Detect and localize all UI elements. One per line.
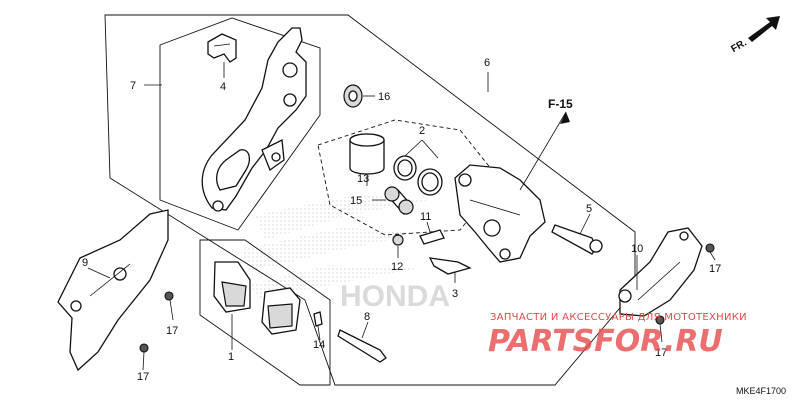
- caliper-body: [454, 164, 546, 263]
- assembly-frame: [104, 14, 636, 386]
- boot: [343, 84, 363, 108]
- bolts: [139, 243, 715, 353]
- pad-spring: [428, 257, 472, 275]
- callout-10: 10: [631, 243, 643, 255]
- callout-15: 15: [350, 195, 362, 207]
- callout-3: 3: [452, 288, 458, 300]
- callout-4: 4: [220, 81, 226, 93]
- site-watermark: ЗАПЧАСТИ И АКСЕССУАРЫ ДЛЯ МОТОТЕХНИКИ PA…: [488, 312, 747, 359]
- pad-clip: [207, 33, 237, 63]
- callout-1: 1: [228, 351, 234, 363]
- callout-17-right-upper: 17: [709, 263, 721, 275]
- watermark-site: PARTSFOR.RU: [488, 324, 723, 359]
- callout-5: 5: [586, 203, 592, 215]
- callout-17-left-lower: 17: [137, 371, 149, 383]
- callout-17-left-upper: 17: [166, 325, 178, 337]
- callout-12: 12: [391, 261, 403, 273]
- disc-guard-left: [57, 209, 169, 372]
- callout-2: 2: [419, 125, 425, 137]
- callout-16: 16: [378, 91, 390, 103]
- pad-set-frame: [199, 239, 331, 386]
- front-direction-label: FR.: [729, 37, 749, 55]
- bracket-frame: [159, 17, 321, 231]
- disc-guard-right: [618, 227, 703, 317]
- callout-11: 11: [420, 211, 431, 223]
- honda-watermark-text: HONDA: [340, 280, 450, 313]
- slide-pin: [551, 224, 603, 255]
- caliper-bracket: [201, 27, 307, 212]
- reference-dash-outline: [317, 119, 501, 236]
- leader-lines: [87, 62, 716, 371]
- pin-boot: [384, 186, 414, 215]
- callout-7: 7: [130, 80, 136, 92]
- callouts: 7 4 16 6 2 13 15 11 12 3 5 10 9 17 17 17…: [82, 57, 721, 383]
- pin-clip: [313, 311, 323, 327]
- callout-8: 8: [364, 311, 370, 323]
- reference-arrow: F-15: [519, 97, 573, 191]
- callout-9: 9: [82, 257, 88, 269]
- brake-pads: [213, 261, 301, 335]
- piston: [349, 133, 385, 175]
- watermark-tagline: ЗАПЧАСТИ И АКСЕССУАРЫ ДЛЯ МОТОТЕХНИКИ: [490, 312, 747, 323]
- callout-6: 6: [484, 57, 490, 69]
- reference-label: F-15: [548, 97, 573, 111]
- callout-14: 14: [313, 339, 325, 351]
- bleeder-valve: [392, 229, 445, 246]
- seal-set: [393, 155, 443, 196]
- callout-17-right-lower: 17: [655, 347, 667, 359]
- pad-pin: [337, 329, 387, 363]
- callout-13: 13: [357, 173, 369, 185]
- front-direction-arrow: FR.: [729, 16, 780, 55]
- diagram-code: MKE4F1700: [736, 386, 786, 396]
